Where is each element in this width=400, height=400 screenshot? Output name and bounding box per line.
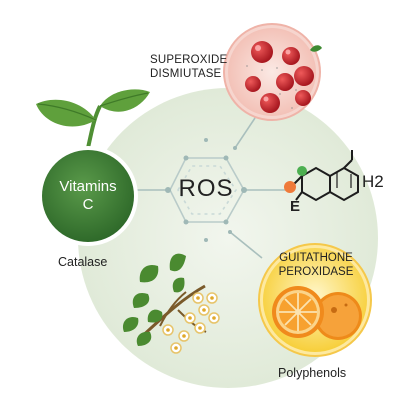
molecule-atoms xyxy=(284,166,307,193)
ros-label: ROS xyxy=(178,175,234,202)
polyphenols-label: Polyphenols xyxy=(278,366,347,380)
leaf-icon xyxy=(36,89,150,127)
molecule-e-label: E xyxy=(290,198,301,215)
berries-icon xyxy=(245,41,322,113)
superoxide-label-line1: SUPEROXIDE xyxy=(150,54,228,66)
superoxide-node xyxy=(223,23,322,121)
glutathione-label-line1: GUITATHONE xyxy=(279,252,353,264)
vitamin-c-node xyxy=(36,89,150,246)
orange-slices-icon xyxy=(272,286,362,340)
catalase-label: Catalase xyxy=(58,255,108,269)
blossoms xyxy=(162,292,220,354)
molecule-h2-label: H2 xyxy=(362,172,384,191)
connector-dots xyxy=(165,138,247,242)
vitamin-c-label-line1: Vitamins C xyxy=(48,178,128,214)
glutathione-node xyxy=(258,243,372,357)
flowering-branch-icon xyxy=(122,253,220,354)
vitamin-c-label: Vitamins C xyxy=(59,178,117,213)
superoxide-label-line2: DISMIUTASE xyxy=(150,68,222,80)
glutathione-label-line2: PEROXIDASE xyxy=(278,266,354,278)
